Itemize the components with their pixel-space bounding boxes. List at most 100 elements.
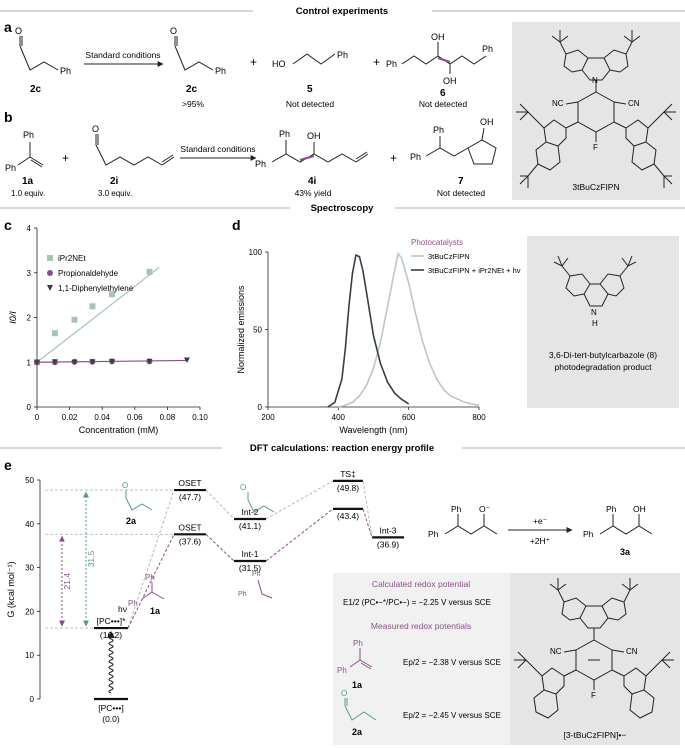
carbazole-name-line1: 3,6-Di-tert-butylcarbazole (8) xyxy=(549,350,657,360)
e-value-ts1: (49.8) xyxy=(337,483,359,493)
new-bond-4i xyxy=(299,154,315,162)
redox-2a-label: 2a xyxy=(352,727,363,737)
c-point xyxy=(89,303,96,310)
e-y-tick-label: 20 xyxy=(25,607,34,616)
e-int1-ph-top: Ph xyxy=(252,571,261,578)
cat-bottom-nc: NC xyxy=(550,647,562,656)
d-y-label: Normalized emissions xyxy=(236,285,246,374)
a-prod2-ho: HO xyxy=(272,59,286,69)
redox-2a-o: O xyxy=(341,689,347,698)
cat-top-n1: N xyxy=(592,76,598,85)
d-x-tick-label: 400 xyxy=(332,413,346,422)
cat-bottom-cn: CN xyxy=(626,647,638,656)
c-y-tick-label: 1 xyxy=(27,358,32,367)
a-prod1-o: O xyxy=(170,26,177,36)
e-electron: +e⁻ xyxy=(533,516,547,526)
redox-e2: Ep/2 = −2.45 V versus SCE xyxy=(403,711,501,720)
e-label-oset2: OSET xyxy=(178,522,201,532)
c-legend-marker xyxy=(47,255,53,261)
a-ph-label: Ph xyxy=(60,66,71,76)
e-1a-double xyxy=(151,591,165,600)
b-prod1-ph-left: Ph xyxy=(255,159,266,169)
e-y-tick-label: 30 xyxy=(25,564,34,573)
e-y-tick-label: 50 xyxy=(25,476,34,485)
cat-bottom-name: [3-tBuCzFIPN]•− xyxy=(564,730,627,740)
e-int2-structure xyxy=(247,499,275,513)
c-point xyxy=(108,358,115,365)
cat-top-nc: NC xyxy=(552,99,564,108)
e-y-label: G (kcal mol⁻¹) xyxy=(6,561,16,617)
e-int3-ph-left: Ph xyxy=(428,529,439,539)
d-y-tick-label: 0 xyxy=(258,403,263,412)
e-1a-label: 1a xyxy=(150,606,161,616)
d-x-label: Wavelength (nm) xyxy=(339,425,407,435)
section-control-header: Control experiments xyxy=(0,6,685,17)
c-x-tick-label: 0.08 xyxy=(160,413,176,422)
a-prod3-label: 6 xyxy=(440,88,446,99)
b-prod2-label: 7 xyxy=(458,176,464,187)
redox-2a-structure xyxy=(344,698,377,721)
b-prod1-label: 4i xyxy=(308,176,317,187)
e-3a-structure xyxy=(599,525,653,535)
e-3a-oh: OH xyxy=(633,504,646,514)
c-point xyxy=(34,359,40,366)
catalyst-top-box xyxy=(512,22,680,200)
e-y-tick-label: 0 xyxy=(30,695,35,704)
c-y-label: I0/I xyxy=(8,311,18,324)
d-legend-label: 3tBuCzFIPN + iPr2NEt + hv xyxy=(428,266,521,275)
e-3a-ph-top: Ph xyxy=(606,504,617,514)
b-prod2-ph-top: Ph xyxy=(433,125,444,135)
redox-1a-label: 1a xyxy=(352,680,363,690)
redox-e1: Ep/2 = −2.38 V versus SCE xyxy=(403,658,501,667)
panel-label-b: b xyxy=(4,109,13,125)
c-point xyxy=(146,358,153,365)
c-x-label: Concentration (mM) xyxy=(79,425,159,435)
e-label-int3: Int-3 xyxy=(379,525,396,535)
c-point xyxy=(51,359,58,365)
c-y-tick-label: 4 xyxy=(27,224,32,233)
d-series-line xyxy=(327,253,410,408)
e-value-int2: (41.1) xyxy=(239,521,261,531)
cat-top-name: 3tBuCzFIPN xyxy=(572,182,619,192)
b-reactant1-ph-left: Ph xyxy=(5,163,16,173)
c-y-tick-label: 2 xyxy=(27,314,32,323)
carbazole-n: N xyxy=(591,308,597,317)
e-conn-3 xyxy=(265,480,334,520)
b-reactant1-ph-top: Ph xyxy=(23,130,34,140)
panel-label-e: e xyxy=(4,457,12,473)
e-conn-6 xyxy=(205,533,235,562)
redox-calc-title: Calculated redox potential xyxy=(372,579,470,589)
e-label-pc: [PC•••] xyxy=(98,703,123,713)
e-value-int3: (36.9) xyxy=(377,539,399,549)
carbazole-box xyxy=(527,236,679,408)
b-prod1-note: 43% yield xyxy=(295,188,332,198)
cat-top-f: F xyxy=(593,143,598,152)
e-2a-structure xyxy=(125,497,153,511)
a-prod3-note: Not detected xyxy=(419,99,467,109)
e-1a-ph-left: Ph xyxy=(128,599,138,608)
e-value-int1: (31.5) xyxy=(239,563,261,573)
b-prod2-note: Not detected xyxy=(437,188,485,198)
c-point xyxy=(146,268,153,275)
a-plus2: + xyxy=(373,55,380,69)
e-y-tick-label: 40 xyxy=(25,520,34,529)
carbazole-structure xyxy=(553,255,637,307)
section-control-title: Control experiments xyxy=(296,6,388,17)
e-int3-structure xyxy=(444,525,498,535)
a-plus1: + xyxy=(250,55,257,69)
section-dft-title: DFT calculations: reaction energy profil… xyxy=(250,443,434,454)
e-label-int2: Int-2 xyxy=(241,507,258,517)
c-legend-label: iPr2NEt xyxy=(58,254,86,263)
panel-label-a: a xyxy=(4,19,12,35)
c-y-tick-label: 0 xyxy=(27,403,32,412)
b-reactant1-equiv: 1.0 equiv. xyxy=(11,189,45,198)
catalyst-bottom-box xyxy=(510,573,680,745)
section-dft-header: DFT calculations: reaction energy profil… xyxy=(0,443,685,454)
d-legend-label: 3tBuCzFIPN xyxy=(428,252,470,261)
section-spectroscopy-title: Spectroscopy xyxy=(311,203,375,214)
panel-label-d: d xyxy=(232,217,241,233)
panel-b-scheme xyxy=(17,127,497,168)
